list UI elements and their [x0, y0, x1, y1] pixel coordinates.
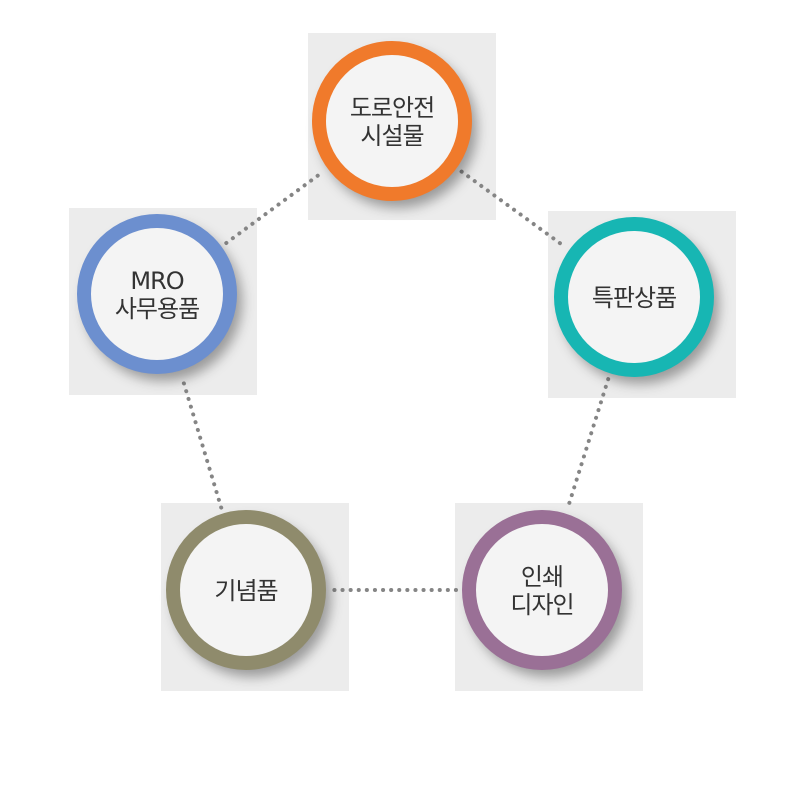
- node-label-line: 디자인: [510, 591, 573, 619]
- ring-inner-mro-supplies: [91, 228, 223, 360]
- node-special-goods: 특판상품: [554, 217, 714, 377]
- ring-print-design: [462, 510, 622, 670]
- node-label-souvenirs: 기념품: [214, 577, 277, 605]
- node-label-line: 기념품: [214, 577, 277, 605]
- ring-inner-print-design: [476, 524, 608, 656]
- ring-inner-special-goods: [568, 231, 700, 363]
- connector-road-safety-special-goods: [459, 169, 567, 249]
- ring-special-goods: [554, 217, 714, 377]
- node-label-line: 인쇄: [521, 563, 563, 591]
- connector-special-goods-print-design: [565, 377, 611, 510]
- ring-inner-road-safety: [326, 55, 458, 187]
- node-label-line: 사무용품: [115, 295, 199, 323]
- connector-souvenirs-mro-supplies: [179, 374, 224, 510]
- node-label-line: 시설물: [360, 122, 423, 150]
- ring-road-safety: [312, 41, 472, 201]
- node-label-special-goods: 특판상품: [592, 284, 676, 312]
- ring-inner-souvenirs: [180, 524, 312, 656]
- connectors: [179, 169, 611, 592]
- node-label-line: 도로안전: [350, 94, 434, 122]
- node-souvenirs: 기념품: [166, 510, 326, 670]
- ring-mro-supplies: [77, 214, 237, 374]
- ring-souvenirs: [166, 510, 326, 670]
- node-label-line: MRO: [130, 267, 183, 295]
- node-label-line: 특판상품: [592, 284, 676, 312]
